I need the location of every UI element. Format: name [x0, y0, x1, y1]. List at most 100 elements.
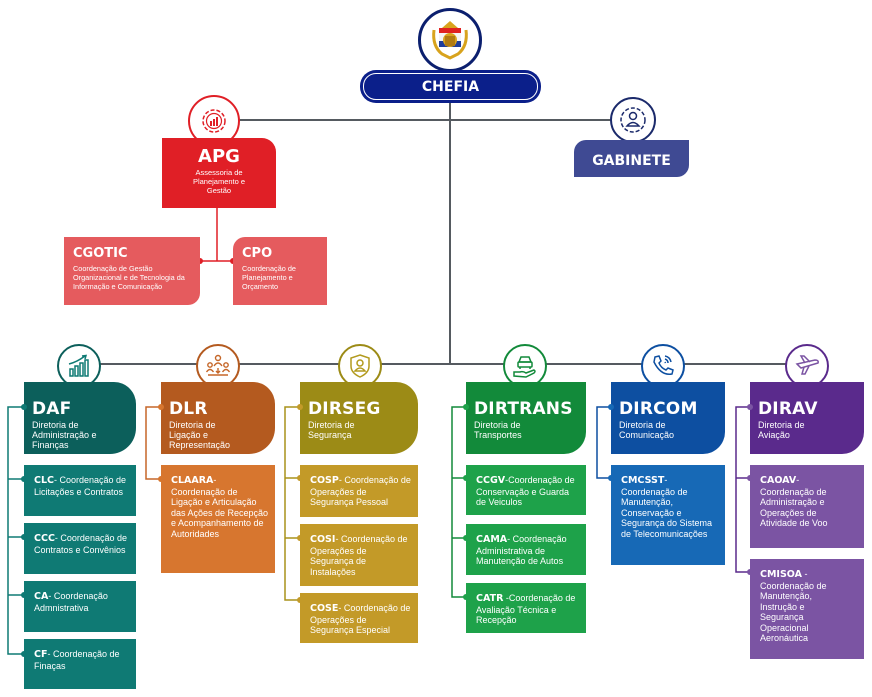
clc-sep: - — [54, 475, 60, 485]
claara-sep: - — [213, 475, 217, 485]
ccgv-box[interactable]: CCGV-Coordenação de Conservação e Guarda… — [466, 465, 586, 515]
cpo-acronym: CPO — [242, 246, 273, 261]
cpo-name: Coordenação de Planejamento e Orçamento — [242, 264, 296, 291]
cf-sep: - — [47, 649, 53, 659]
people-network-icon — [205, 354, 231, 376]
cama-dot — [463, 535, 469, 541]
apg-name: Assessoria de Planejamento e Gestão — [192, 168, 246, 195]
shield-person-icon — [350, 354, 370, 378]
ca-sep: - — [48, 591, 54, 601]
claara-acronym: CLAARA — [171, 475, 214, 486]
cgotic-box[interactable]: CGOTIC Coordenação de Gestão Organizacio… — [64, 237, 200, 305]
dircom-icon-circle — [641, 344, 685, 388]
cama-box[interactable]: CAMA- Coordenação Administrativa de Manu… — [466, 524, 586, 575]
dirav-box[interactable]: DIRAV Diretoria de Aviação — [750, 382, 864, 454]
dirtrans-connector-dot — [463, 404, 469, 410]
airplane-icon — [795, 355, 819, 375]
ccgv-dot — [463, 475, 469, 481]
coat-of-arms-icon — [432, 21, 468, 60]
dlr-name: Diretoria de Ligação e Representação — [169, 420, 231, 450]
ccgv-name: Coordenação de Conservação e Guarda de V… — [476, 475, 575, 507]
cf-box[interactable]: CF- Coordenação de Finaças — [24, 639, 136, 689]
dlr-box[interactable]: DLR Diretoria de Ligação e Representação — [161, 382, 275, 454]
growth-chart-icon — [68, 354, 89, 377]
cosp-dot — [297, 475, 303, 481]
chefia-title: CHEFIA — [421, 78, 480, 95]
chefia-box[interactable]: CHEFIA — [360, 70, 541, 103]
dirtrans-icon-circle — [503, 344, 547, 388]
catr-dot — [463, 594, 469, 600]
claara-box[interactable]: CLAARA- Coordenação de Ligação e Articul… — [161, 465, 275, 573]
cose-sep: - — [338, 603, 344, 613]
cose-name: Coordenação de Operações de Segurança Es… — [310, 603, 411, 635]
clc-dot — [21, 476, 27, 482]
dirseg-box[interactable]: DIRSEG Diretoria de Segurança — [300, 382, 418, 454]
cpo-box[interactable]: CPO Coordenação de Planejamento e Orçame… — [233, 237, 327, 305]
caoav-box[interactable]: CAOAV- Coordenação de Administração e Op… — [750, 465, 864, 548]
cmcsst-sep: - — [664, 475, 668, 485]
ccc-acronym: CCC — [34, 533, 55, 544]
caoav-acronym: CAOAV — [760, 475, 797, 486]
ca-dot — [21, 592, 27, 598]
cf-acronym: CF — [34, 649, 48, 660]
apg-box[interactable]: APG Assessoria de Planejamento e Gestão — [162, 138, 276, 208]
gear-chart-icon — [202, 109, 226, 133]
cmisoa-name: Coordenação de Manutenção, Instrução e S… — [760, 580, 827, 644]
cama-sep: - — [507, 534, 513, 544]
emblem-circle — [418, 8, 482, 72]
cf-dot — [21, 651, 27, 657]
gabinete-title: GABINETE — [592, 152, 671, 169]
gabinete-box[interactable]: GABINETE — [574, 140, 689, 177]
cmisoa-acronym: CMISOA — [760, 569, 802, 580]
catr-sep: - — [503, 593, 509, 603]
cosp-acronym: COSP — [310, 475, 339, 486]
ccgv-acronym: CCGV — [476, 475, 506, 486]
dlr-icon-circle — [196, 344, 240, 388]
clc-box[interactable]: CLC- Coordenação de Licitações e Contrat… — [24, 465, 136, 516]
dirav-name: Diretoria de Aviação — [758, 420, 805, 440]
cmisoa-sep: - — [801, 569, 808, 579]
cmisoa-box[interactable]: CMISOA - Coordenação de Manutenção, Inst… — [750, 559, 864, 659]
cmisoa-dot — [747, 569, 753, 575]
dirseg-acronym: DIRSEG — [308, 399, 381, 419]
cama-acronym: CAMA — [476, 534, 508, 545]
car-hand-icon — [513, 356, 536, 378]
ccc-box[interactable]: CCC- Coordenação de Contratos e Convênio… — [24, 523, 136, 574]
caoav-name: Coordenação de Administração e Operações… — [760, 486, 828, 529]
daf-box[interactable]: DAF Diretoria de Administração e Finança… — [24, 382, 136, 454]
daf-acronym: DAF — [32, 399, 72, 419]
dirseg-connector-dot — [297, 404, 303, 410]
cgotic-name: Coordenação de Gestão Organizacional e d… — [73, 264, 185, 291]
catr-box[interactable]: CATR -Coordenação de Avaliação Técnica e… — [466, 583, 586, 633]
cose-dot — [297, 597, 303, 603]
dirtrans-acronym: DIRTRANS — [474, 399, 573, 419]
cose-box[interactable]: COSE- Coordenação de Operações de Segura… — [300, 593, 418, 643]
cosi-dot — [297, 535, 303, 541]
cmcsst-acronym: CMCSST — [621, 475, 665, 486]
cosi-box[interactable]: COSI- Coordenação de Operações de Segura… — [300, 524, 418, 586]
daf-connector-dot — [21, 404, 27, 410]
dirtrans-box[interactable]: DIRTRANS Diretoria de Transportes — [466, 382, 586, 454]
ca-acronym: CA — [34, 591, 49, 602]
ca-box[interactable]: CA- Coordenação Admnistrativa — [24, 581, 136, 632]
cmcsst-box[interactable]: CMCSST- Coordenação de Manutenção, Conse… — [611, 465, 725, 565]
clc-acronym: CLC — [34, 475, 54, 486]
cmcsst-dot — [608, 475, 614, 481]
dircom-box[interactable]: DIRCOM Diretoria de Comunicação — [611, 382, 725, 454]
catr-name: Coordenação de Avaliação Técnica e Recep… — [476, 593, 576, 625]
catr-acronym: CATR — [476, 593, 504, 604]
cosp-box[interactable]: COSP- Coordenação de Operações de Segura… — [300, 465, 418, 517]
ccgv-sep: - — [505, 475, 509, 485]
claara-name: Coordenação de Ligação e Articulação das… — [171, 486, 269, 539]
cmcsst-name: Coordenação de Manutenção, Conservação e… — [621, 486, 713, 539]
clc-name: Coordenação de Licitações e Contratos — [34, 475, 127, 497]
cf-name: Coordenação de Finaças — [34, 649, 120, 671]
phone-signal-icon — [653, 355, 674, 375]
gear-person-icon — [620, 107, 646, 133]
caoav-dot — [747, 475, 753, 481]
dlr-acronym: DLR — [169, 399, 208, 419]
dlr-connector-dot — [158, 404, 164, 410]
cosp-sep: - — [338, 475, 345, 485]
cose-acronym: COSE — [310, 603, 339, 614]
claara-dot — [158, 476, 164, 482]
